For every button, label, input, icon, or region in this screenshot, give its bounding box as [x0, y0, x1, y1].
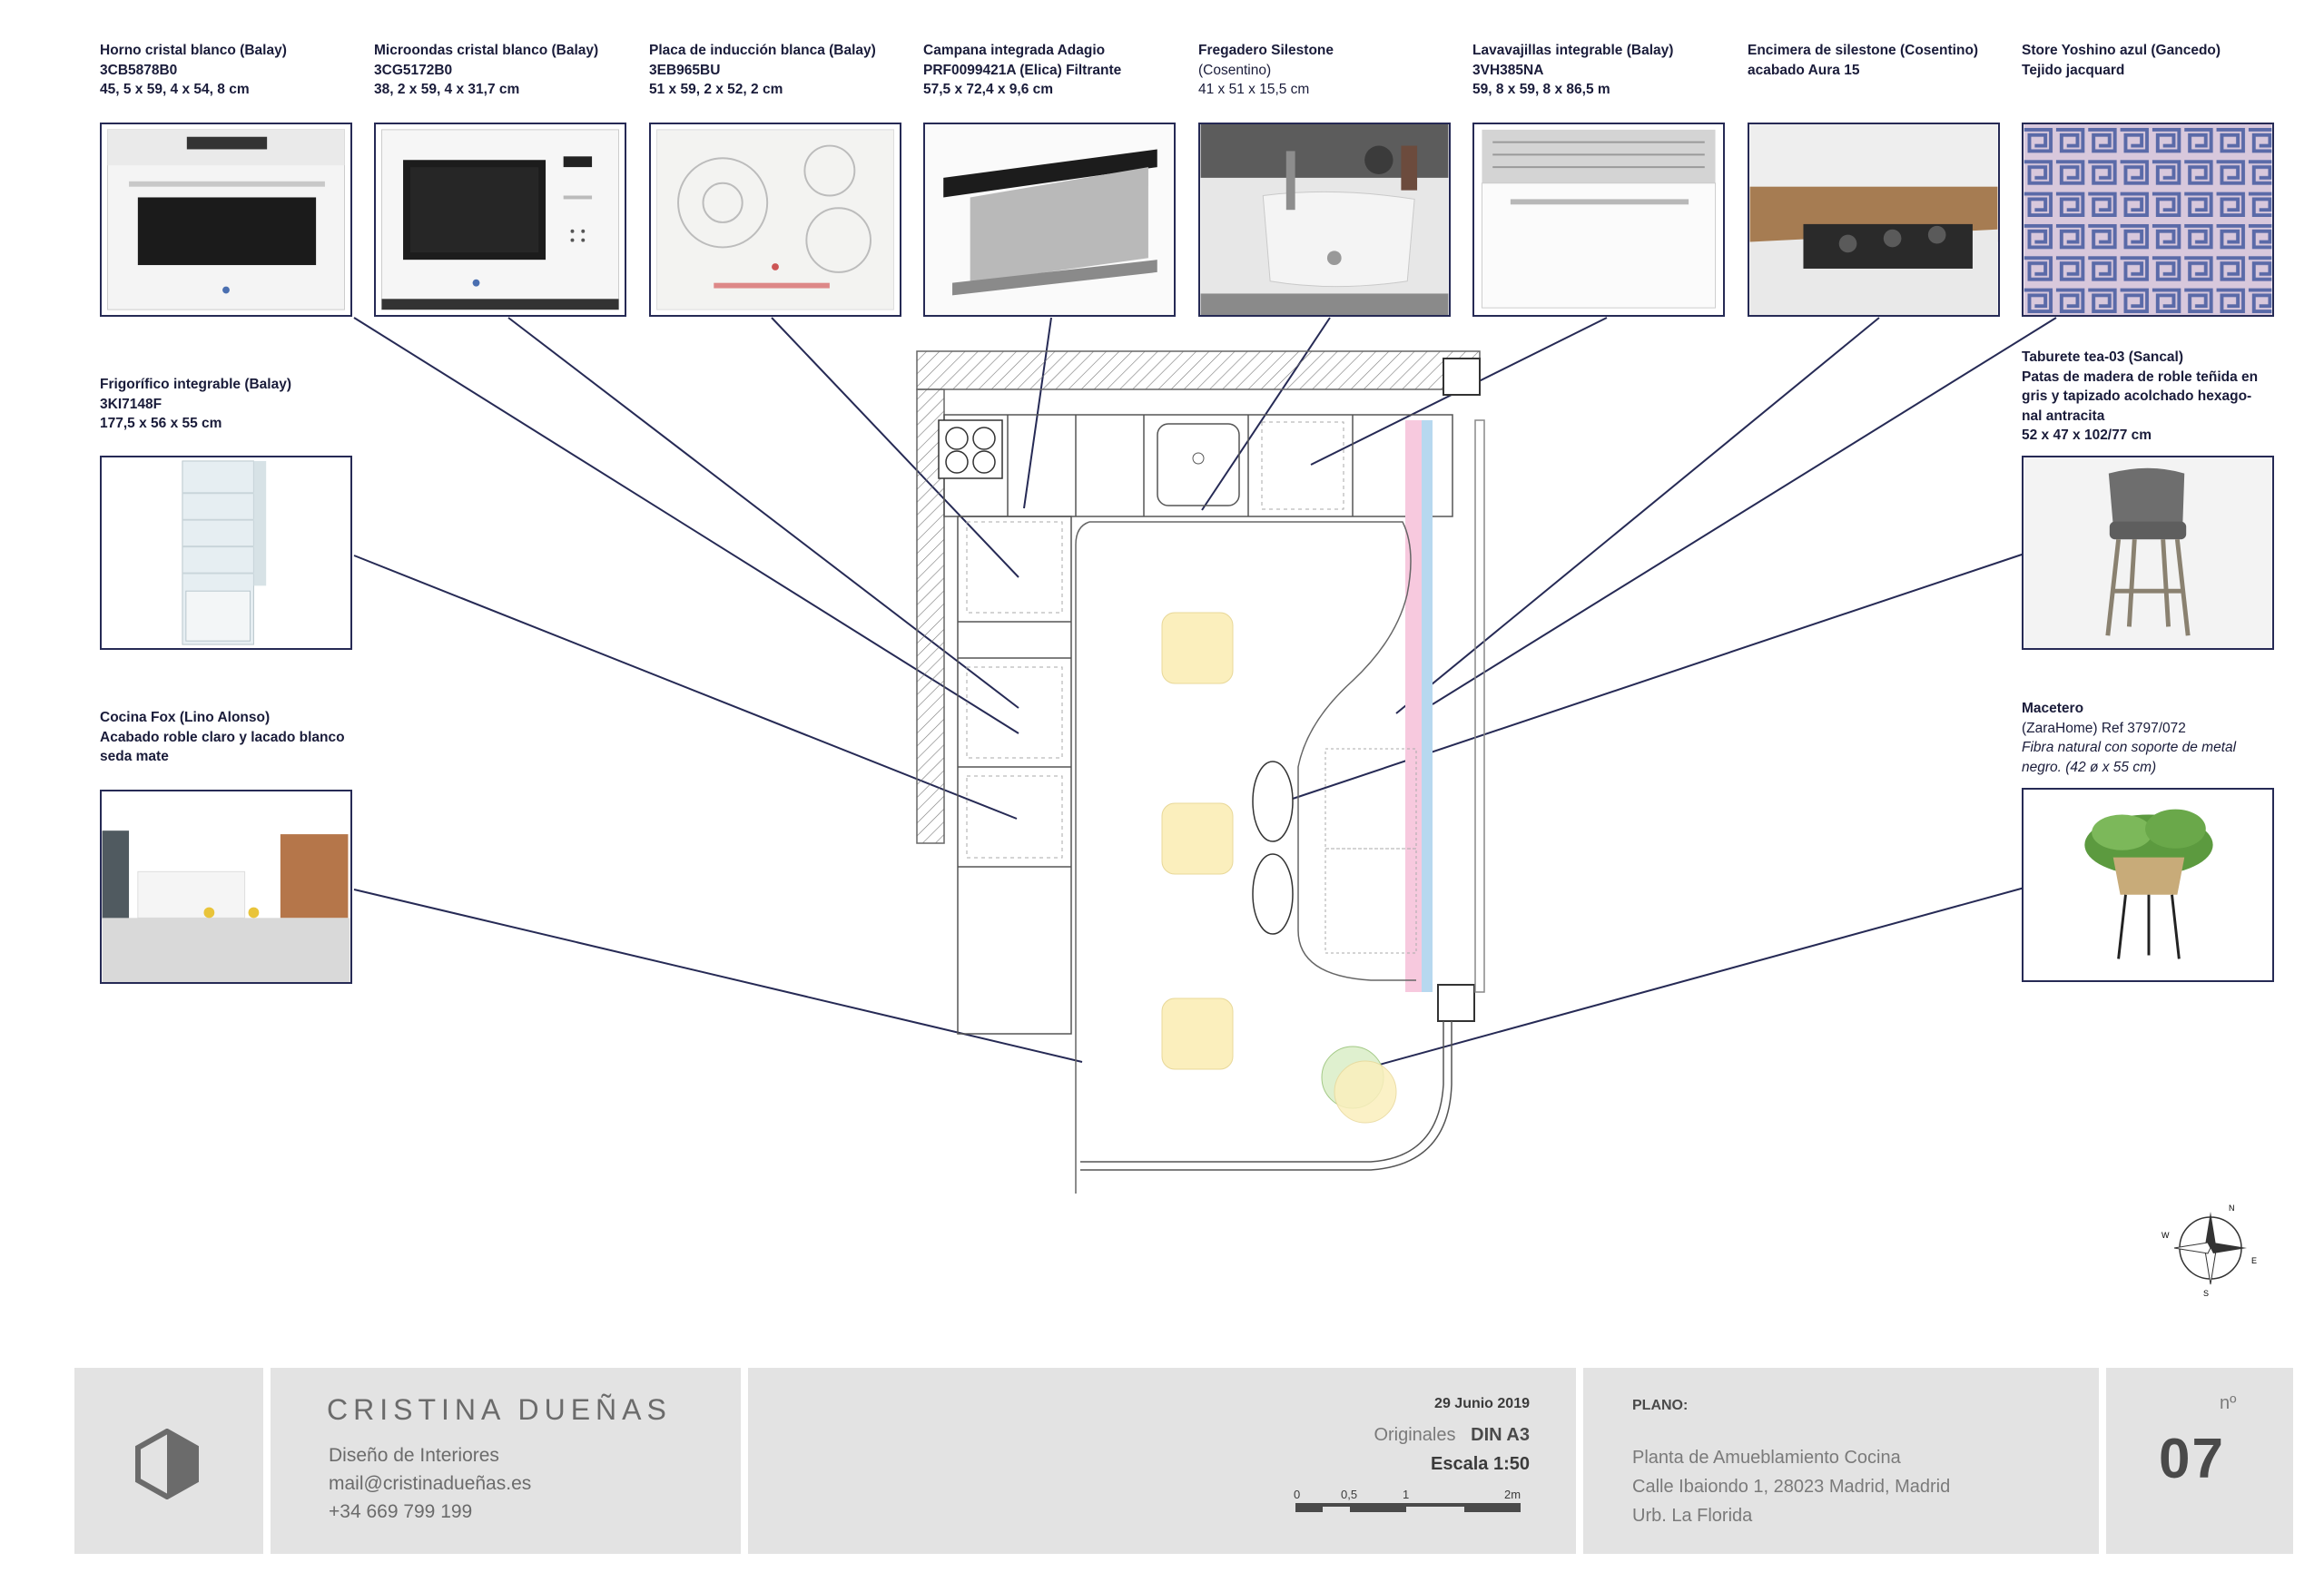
kitchen-photo [100, 790, 352, 984]
titleblock-number-cell [2106, 1368, 2293, 1554]
compass-icon: N S E W [2162, 1204, 2257, 1298]
scale-tick-2: 2m [1504, 1488, 1521, 1501]
drawing-date: 29 Junio 2019 [1434, 1396, 1530, 1411]
drawing-scale: Escala 1:50 [1431, 1454, 1530, 1474]
item-fregadero: Fregadero Silestone(Cosentino)41 x 51 x … [1198, 43, 1334, 97]
oven-photo [100, 123, 352, 317]
planter-photo [2022, 788, 2274, 982]
logo-icon [135, 1429, 199, 1499]
item-encimera: Encimera de silestone (Cosentino)acabado… [1748, 43, 1979, 78]
designer-email: mail@cristinadueñas.es [329, 1473, 532, 1494]
dishwasher-photo [1472, 123, 1725, 317]
stool-1 [1161, 612, 1234, 684]
item-microondas: Microondas cristal blanco (Balay)3CG5172… [374, 43, 599, 97]
floor-plan [916, 350, 1485, 1194]
designer-name: CRISTINA DUEÑAS [327, 1393, 672, 1426]
fabric-photo [2022, 123, 2274, 317]
titleblock-meta-cell [748, 1368, 1576, 1554]
microwave-photo [374, 123, 626, 317]
titleblock-plan-cell [1583, 1368, 2099, 1554]
plan-address: Calle Ibaiondo 1, 28023 Madrid, Madrid [1632, 1477, 1951, 1497]
originals-format: Originales DIN A3 [1374, 1425, 1530, 1446]
titleblock-brand-cell [271, 1368, 741, 1554]
item-placa: Placa de inducción blanca (Balay)3EB965B… [649, 43, 876, 97]
compass-e: E [2251, 1256, 2257, 1265]
scale-tick-0: 0 [1294, 1488, 1300, 1501]
induction-hob-photo [649, 123, 901, 317]
plan-title: Planta de Amueblamiento Cocina [1632, 1448, 1901, 1468]
compass-w: W [2162, 1231, 2170, 1240]
designer-subtitle: Diseño de Interiores [329, 1445, 499, 1466]
sheet-number-label: nº [2220, 1393, 2237, 1413]
plan-info: Planta de Amueblamiento Cocina Calle Iba… [1632, 1443, 1950, 1530]
sink-photo [1198, 123, 1451, 317]
designer-contact: Diseño de Interiores mail@cristinadueñas… [329, 1441, 531, 1526]
countertop-photo [1748, 123, 2000, 317]
hood-photo [923, 123, 1176, 317]
sheet-number: 07 [2159, 1428, 2225, 1490]
scale-tick-1: 1 [1403, 1488, 1409, 1501]
column-bottom [1437, 984, 1475, 1022]
compass-s: S [2203, 1289, 2209, 1298]
stool-3 [1161, 997, 1234, 1070]
plan-label: PLANO: [1632, 1398, 1689, 1413]
scale-bar: 0 0,5 1 2m [1294, 1488, 1521, 1512]
scale-tick-05: 0,5 [1341, 1488, 1357, 1501]
fridge-photo [100, 456, 352, 650]
column-top [1443, 358, 1481, 396]
item-cocina: Cocina Fox (Lino Alonso)Acabado roble cl… [100, 710, 345, 764]
item-store: Store Yoshino azul (Gancedo)Tejido jacqu… [2022, 43, 2221, 78]
item-taburete: Taburete tea-03 (Sancal)Patas de madera … [2022, 349, 2259, 443]
stool-2 [1161, 802, 1234, 875]
plan-area: Urb. La Florida [1632, 1506, 1753, 1526]
originals-value: DIN A3 [1471, 1425, 1530, 1445]
compass-n: N [2229, 1204, 2235, 1213]
designer-phone: +34 669 799 199 [329, 1501, 473, 1522]
originals-label: Originales [1374, 1425, 1456, 1445]
stool-photo [2022, 456, 2274, 650]
